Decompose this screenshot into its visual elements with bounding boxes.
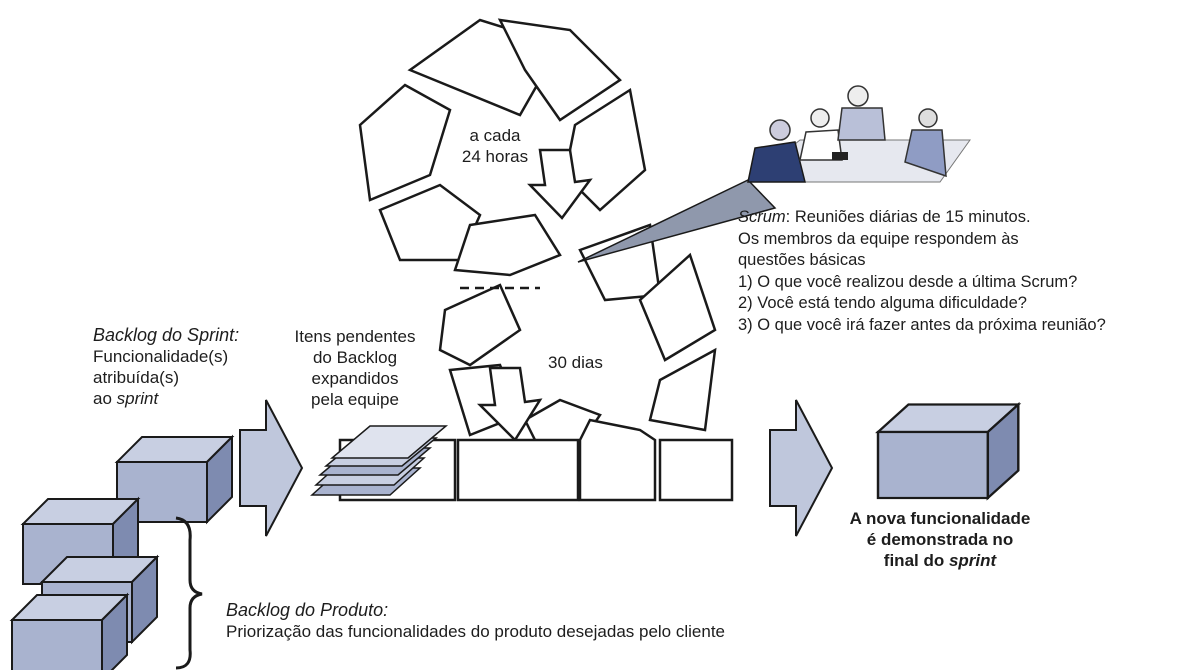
pending-items-line2: do Backlog: [312, 348, 398, 367]
result-label: A nova funcionalidade é demonstrada no f…: [830, 508, 1050, 571]
result-line2: é demonstrada no: [866, 530, 1014, 549]
scrum-term: Scrum: [738, 208, 786, 226]
meeting-people-illustration: [746, 85, 971, 183]
product-backlog-description: Priorização das funcionalidades do produ…: [226, 622, 726, 641]
sprint-backlog-line2: atribuída(s): [93, 368, 179, 387]
scrum-note-line1: Scrum: Reuniões diárias de 15 minutos.: [738, 207, 1106, 229]
product-backlog-blocks: [11, 498, 158, 670]
scrum-note-line3: questões básicas: [738, 251, 866, 269]
sprint-backlog-line3-prefix: ao: [93, 389, 117, 408]
sprint-backlog-line3: ao sprint: [93, 388, 239, 409]
product-backlog-label: Backlog do Produto: Priorização das func…: [226, 600, 725, 642]
callout-pointer: [577, 179, 777, 263]
backlog-items-stack: [310, 425, 449, 496]
scrum-definition: : Reuniões diárias de 15 minutos.: [785, 208, 1031, 226]
scrum-note: Scrum: Reuniões diárias de 15 minutos. O…: [738, 207, 1106, 336]
result-line3-prefix: final do: [883, 551, 949, 570]
pending-items-line4: pela equipe: [311, 390, 399, 409]
pending-items-line3: expandidos: [311, 369, 399, 388]
pending-items-label: Itens pendentes do Backlog expandidos pe…: [290, 326, 420, 410]
daily-cycle-label: a cada 24 horas: [450, 125, 540, 167]
scrum-question-1: 1) O que você realizou desde a última Sc…: [738, 272, 1078, 291]
result-line3: final do sprint: [830, 550, 1050, 571]
sprint-backlog-title: Backlog do Sprint:: [93, 325, 240, 345]
result-line1: A nova funcionalidade: [849, 509, 1031, 528]
daily-cycle-line1: a cada: [469, 126, 521, 145]
output-arrow: [769, 399, 834, 537]
sprint-backlog-line3-italic: sprint: [116, 389, 159, 408]
pending-items-line1: Itens pendentes: [294, 327, 416, 346]
input-arrow: [239, 399, 304, 537]
new-feature-block: [876, 403, 1020, 500]
sprint-backlog-line1: Funcionalidade(s): [93, 347, 229, 366]
sprint-backlog-label: Backlog do Sprint: Funcionalidade(s) atr…: [93, 325, 239, 409]
product-backlog-title: Backlog do Produto:: [226, 600, 389, 620]
scrum-question-3: 3) O que você irá fazer antes da próxima…: [738, 315, 1106, 334]
scrum-question-2: 2) Você está tendo alguma dificuldade?: [738, 294, 1027, 312]
scrum-note-line2: Os membros da equipe respondem às: [738, 229, 1019, 248]
sprint-cycle-label: 30 dias: [548, 353, 603, 372]
daily-cycle: [358, 18, 647, 277]
daily-cycle-line2: 24 horas: [461, 147, 529, 166]
result-line3-italic: sprint: [948, 551, 997, 570]
product-backlog-brace: [175, 516, 203, 670]
